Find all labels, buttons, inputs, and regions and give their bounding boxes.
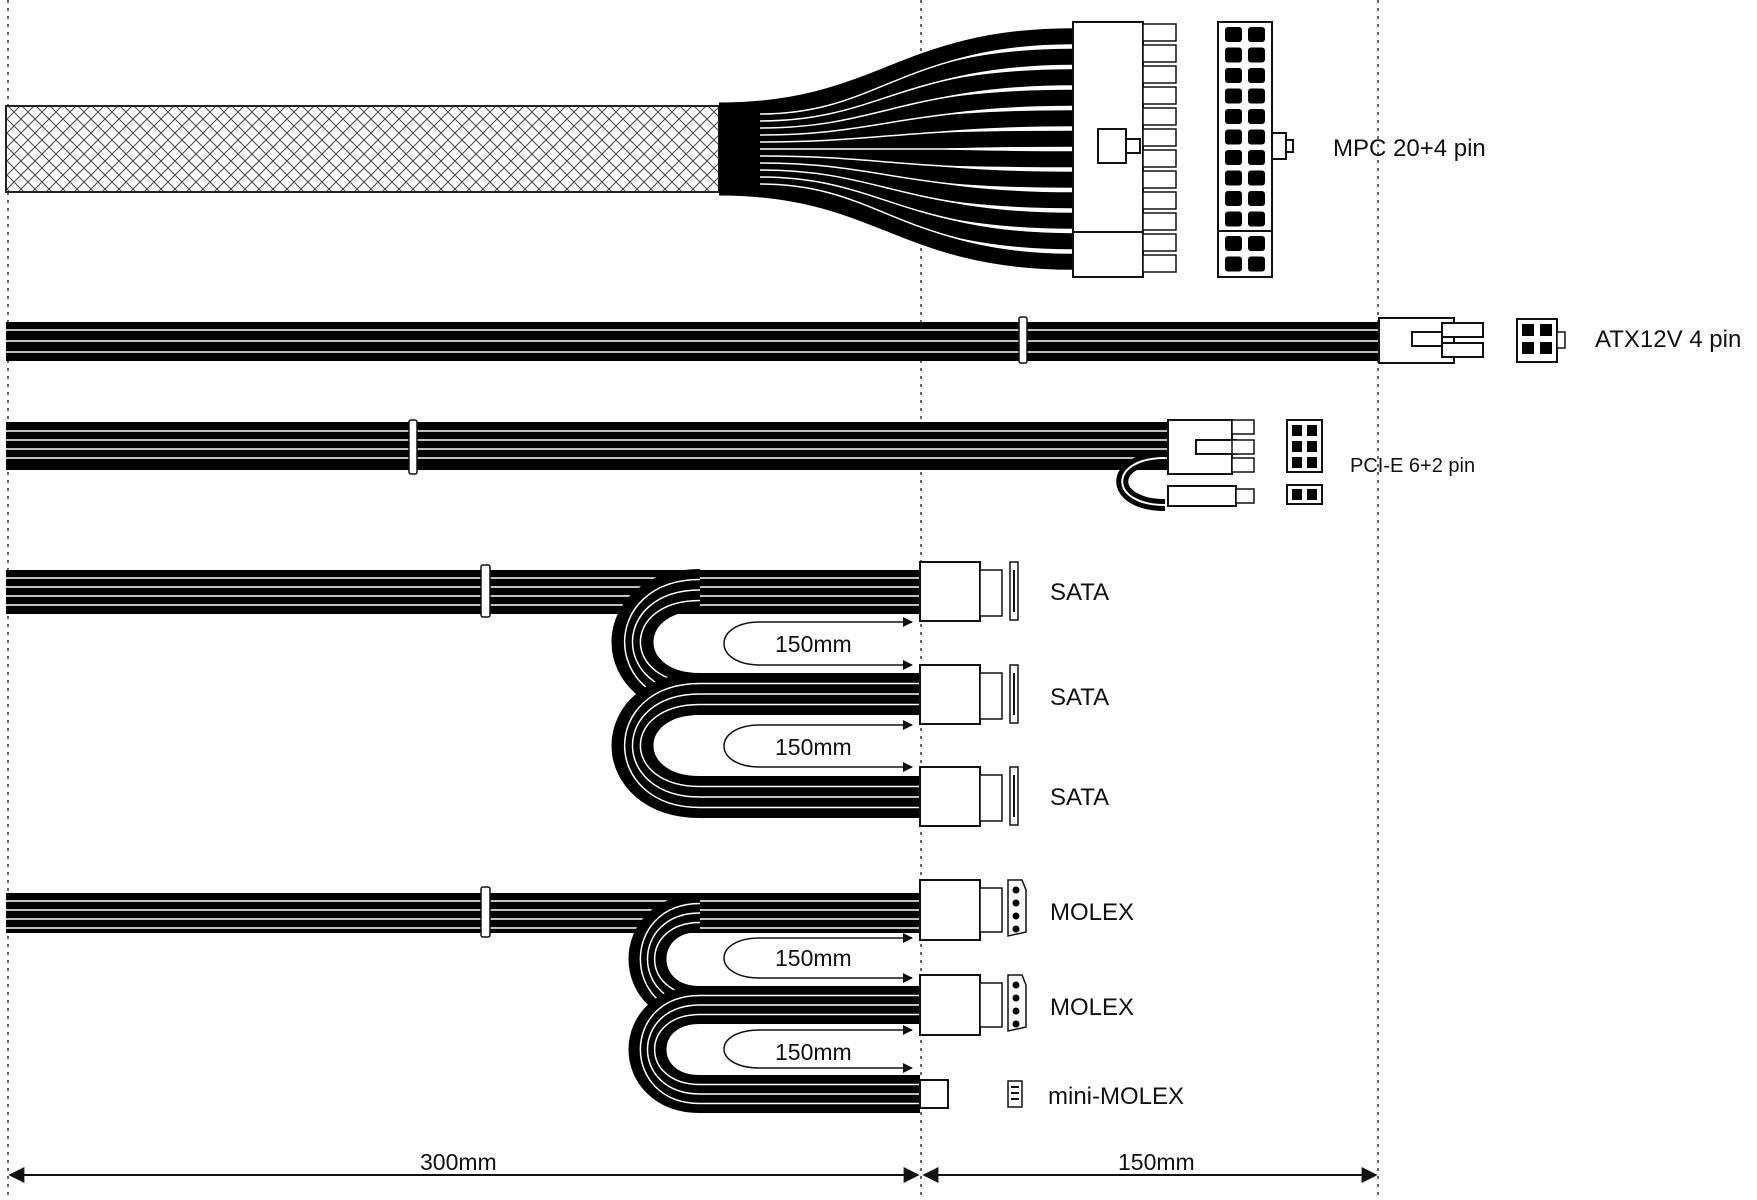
mpc-cable: MPC 20+4 pin xyxy=(5,21,1486,278)
sata-label-1: SATA xyxy=(1050,579,1109,606)
sata-cable: SATA SATA SATA 150mm 150mm xyxy=(6,561,1109,827)
spacing-label-sata-2: 150mm xyxy=(775,734,852,760)
bottom-dimensions: 300mm 150mm xyxy=(8,1149,1378,1183)
atx-label: ATX12V 4 pin xyxy=(1595,326,1741,353)
cable-tie xyxy=(480,886,491,938)
sata-connector-3 xyxy=(919,766,1019,827)
spacing-label-molex-1: 150mm xyxy=(775,945,852,971)
spacing-label-molex-2: 150mm xyxy=(775,1039,852,1065)
mini-molex-label: mini-MOLEX xyxy=(1048,1083,1184,1110)
cable-tie xyxy=(1018,316,1028,364)
mpc-connector-side xyxy=(1072,21,1177,278)
sata-connector-2 xyxy=(919,664,1019,725)
mpc-fan-wires xyxy=(718,28,1074,270)
mesh-sleeve xyxy=(5,105,720,193)
molex-label-2: MOLEX xyxy=(1050,994,1134,1021)
pcie-label: PCI-E 6+2 pin xyxy=(1350,455,1475,477)
mpc-label: MPC 20+4 pin xyxy=(1333,135,1486,162)
spacing-label-sata-1: 150mm xyxy=(775,631,852,657)
sata-connector-1 xyxy=(919,561,1019,622)
pcie-cable: PCI-E 6+2 pin xyxy=(6,419,1475,511)
sata-label-2: SATA xyxy=(1050,684,1109,711)
molex-connector-1 xyxy=(919,879,1027,941)
mini-molex-connector xyxy=(919,1079,1023,1109)
dimension-label-300mm: 300mm xyxy=(420,1149,497,1175)
atx-cable: ATX12V 4 pin xyxy=(6,316,1741,364)
molex-cable: MOLEX MOLEX mini-MOLEX 150mm 150mm xyxy=(6,879,1184,1113)
molex-connector-2 xyxy=(919,974,1027,1036)
mpc-connector-face xyxy=(1217,21,1294,278)
cable-tie xyxy=(480,564,491,618)
dimension-label-150mm: 150mm xyxy=(1118,1149,1195,1175)
sata-label-3: SATA xyxy=(1050,784,1109,811)
cable-tie xyxy=(408,419,418,475)
molex-label-1: MOLEX xyxy=(1050,899,1134,926)
